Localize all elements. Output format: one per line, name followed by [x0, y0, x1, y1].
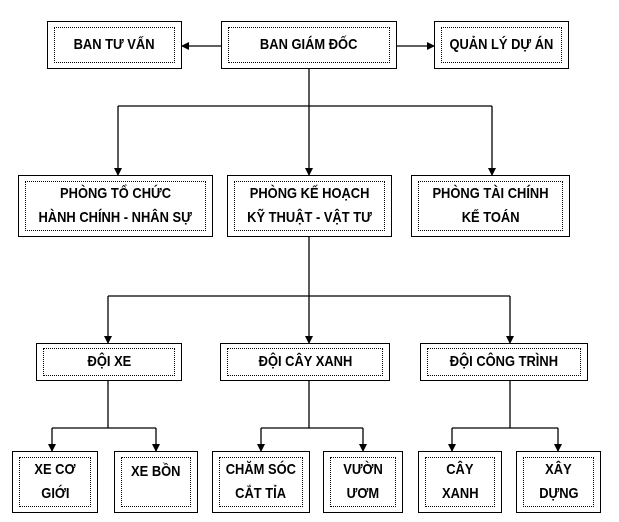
trees-unit-line-1: CÂY [446, 461, 474, 478]
pruning-unit-box: CHĂM SÓC CẮT TỈA [212, 451, 310, 513]
trees-unit-box: CÂY XANH [418, 451, 502, 513]
project-management-label: QUẢN LÝ DỰ ÁN [449, 36, 554, 53]
nursery-unit-line-1: VƯỜN [343, 461, 383, 478]
nursery-unit-line-2: ƯƠM [346, 485, 380, 502]
finance-department-box: PHÒNG TÀI CHÍNH KẾ TOÁN [411, 175, 570, 237]
pruning-unit-line-1: CHĂM SÓC [225, 461, 297, 478]
building-unit-line-1: XÂY [545, 461, 572, 478]
vehicles-team-box: ĐỘI XE [36, 343, 182, 381]
finance-department-line-1: PHÒNG TÀI CHÍNH [432, 185, 549, 202]
pruning-unit-line-2: CẮT TỈA [235, 485, 287, 502]
planning-department-line-2: KỸ THUẬT - VẬT TƯ [247, 209, 372, 226]
advisory-box: BAN TƯ VẤN [47, 21, 182, 69]
tanker-unit-line-1: XE BỒN [131, 463, 181, 480]
trees-unit-line-2: XANH [441, 485, 479, 502]
project-management-box: QUẢN LÝ DỰ ÁN [434, 21, 569, 69]
tanker-unit-box: XE BỒN [114, 451, 198, 513]
machinery-unit-line-2: GIỚI [40, 485, 70, 502]
machinery-unit-line-1: XE CƠ [34, 461, 76, 478]
construction-team-box: ĐỘI CÔNG TRÌNH [420, 343, 588, 381]
greenery-team-label: ĐỘI CÂY XANH [258, 353, 352, 370]
building-unit-box: XÂY DỰNG [516, 451, 601, 513]
planning-department-line-1: PHÒNG KẾ HOẠCH [249, 185, 370, 202]
building-unit-line-2: DỰNG [538, 485, 579, 502]
directors-box: BAN GIÁM ĐỐC [221, 21, 397, 69]
admin-department-line-2: HÀNH CHÍNH - NHÂN SỰ [38, 209, 193, 226]
machinery-unit-box: XE CƠ GIỚI [12, 451, 98, 513]
admin-department-box: PHÒNG TỔ CHỨC HÀNH CHÍNH - NHÂN SỰ [18, 175, 213, 237]
directors-label: BAN GIÁM ĐỐC [260, 36, 358, 53]
vehicles-team-label: ĐỘI XE [87, 353, 131, 370]
nursery-unit-box: VƯỜN ƯƠM [323, 451, 403, 513]
finance-department-line-2: KẾ TOÁN [461, 209, 520, 226]
admin-department-line-1: PHÒNG TỔ CHỨC [59, 185, 172, 202]
planning-department-box: PHÒNG KẾ HOẠCH KỸ THUẬT - VẬT TƯ [227, 175, 392, 237]
construction-team-label: ĐỘI CÔNG TRÌNH [449, 353, 559, 370]
greenery-team-box: ĐỘI CÂY XANH [220, 343, 390, 381]
advisory-label: BAN TƯ VẤN [74, 36, 155, 53]
